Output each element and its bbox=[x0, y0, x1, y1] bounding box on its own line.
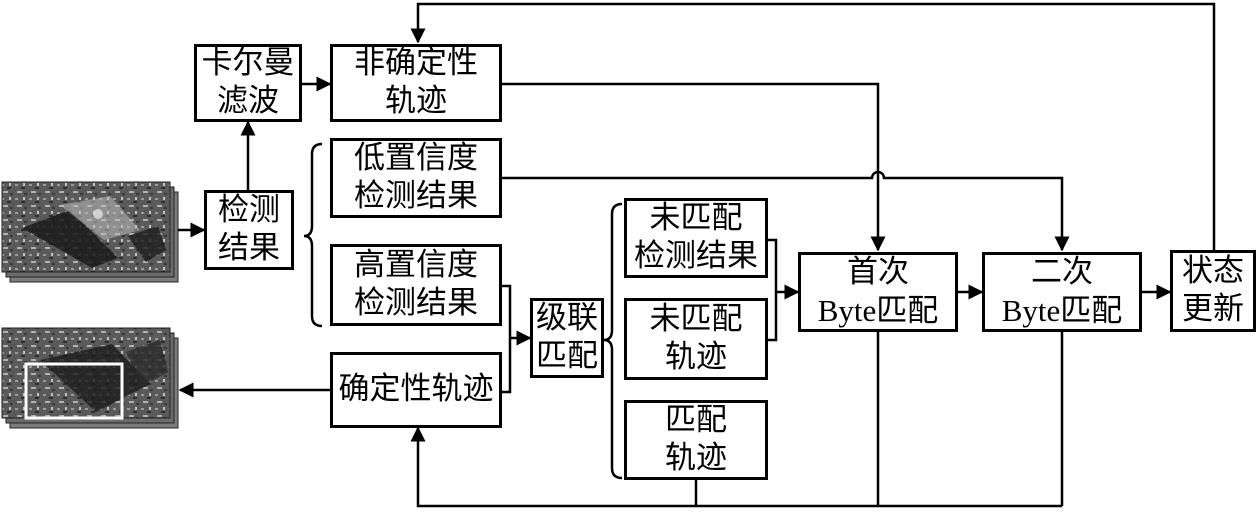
node-label: 检测结果 bbox=[634, 238, 758, 274]
kalman-filter-box: 卡尔曼 滤波 bbox=[194, 44, 302, 122]
bracket-high-certain bbox=[502, 284, 512, 394]
node-label: 更新 bbox=[1182, 291, 1244, 327]
edge-bottom-to-certain bbox=[410, 426, 1062, 508]
unmatched-detection-box: 未匹配 检测结果 bbox=[624, 198, 768, 278]
node-label: 未匹配 bbox=[649, 200, 743, 237]
node-label: 结果 bbox=[218, 230, 280, 266]
node-label: 检测 bbox=[218, 192, 280, 229]
node-label: 轨迹 bbox=[665, 440, 727, 476]
node-label: 匹配 bbox=[665, 402, 727, 439]
tracking-box bbox=[24, 362, 124, 420]
node-label: 级联 bbox=[536, 300, 598, 337]
state-update-box: 状态 更新 bbox=[1170, 250, 1256, 332]
node-label: 首次 bbox=[847, 254, 909, 291]
node-label: 确定性轨迹 bbox=[338, 371, 494, 408]
unmatched-track-box: 未匹配 轨迹 bbox=[624, 298, 768, 380]
node-label: 轨迹 bbox=[385, 83, 447, 119]
node-label: 二次 bbox=[1031, 254, 1093, 291]
detection-result-box: 检测 结果 bbox=[204, 190, 294, 270]
certain-track-box: 确定性轨迹 bbox=[330, 352, 502, 428]
node-label: 匹配 bbox=[536, 338, 598, 374]
low-confidence-box: 低置信度 检测结果 bbox=[330, 138, 502, 218]
node-label: Byte匹配 bbox=[817, 293, 939, 328]
node-label: 低置信度 bbox=[354, 140, 478, 177]
node-label: 状态 bbox=[1182, 253, 1244, 290]
node-label: 非确定性 bbox=[354, 45, 478, 82]
node-label: 检测结果 bbox=[354, 285, 478, 321]
node-label: Byte匹配 bbox=[1001, 293, 1123, 328]
first-byte-match-box: 首次 Byte匹配 bbox=[798, 252, 958, 332]
high-confidence-box: 高置信度 检测结果 bbox=[330, 244, 502, 326]
edge-uncertain-to-first-byte bbox=[502, 82, 886, 252]
brace-right-group bbox=[603, 202, 623, 480]
node-label: 轨迹 bbox=[665, 339, 727, 375]
node-label: 未匹配 bbox=[649, 301, 743, 338]
node-label: 卡尔曼 bbox=[201, 45, 295, 82]
cascade-match-box: 级联 匹配 bbox=[530, 298, 604, 378]
matched-track-box: 匹配 轨迹 bbox=[624, 400, 768, 480]
edge-state-feedback-top bbox=[410, 2, 1216, 250]
bracket-unmatched-group bbox=[768, 238, 778, 342]
edge-low-conf-to-second-byte bbox=[502, 170, 1070, 252]
brace-left bbox=[303, 142, 323, 328]
output-image-stack bbox=[1, 327, 179, 429]
second-byte-match-box: 二次 Byte匹配 bbox=[982, 252, 1142, 332]
input-image-stack bbox=[1, 181, 179, 283]
node-label: 检测结果 bbox=[354, 178, 478, 214]
node-label: 高置信度 bbox=[354, 247, 478, 284]
uncertain-track-box: 非确定性 轨迹 bbox=[330, 44, 502, 122]
node-label: 滤波 bbox=[217, 83, 279, 119]
